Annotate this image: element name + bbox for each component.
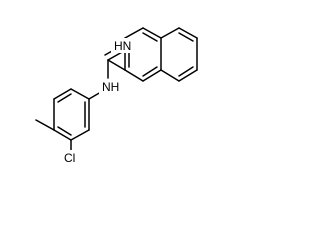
naph-bond-5-inner xyxy=(142,66,158,77)
methyl-bond xyxy=(35,119,55,131)
phenyl-bond-3 xyxy=(53,129,72,141)
naph-bond-3-inner xyxy=(142,32,158,42)
bond-c-naph xyxy=(107,59,126,71)
phenyl-bond-5 xyxy=(53,88,72,100)
naph-bond-8-inner xyxy=(178,32,194,42)
naph-bond-8 xyxy=(178,27,198,39)
naph-bond-7 xyxy=(160,27,180,39)
naph-bond-10 xyxy=(178,69,198,82)
phenyl-bond-3-inner xyxy=(57,126,72,136)
molecule-drawing: HN NH Cl xyxy=(35,27,198,165)
naph-bond-5 xyxy=(142,69,162,82)
phenyl-bond-5-inner xyxy=(57,93,72,103)
naph-bond-6 xyxy=(124,69,144,82)
structure-diagram: HN NH Cl xyxy=(35,27,198,165)
atom-labels: HN NH Cl xyxy=(62,38,131,165)
phenyl-bond-6 xyxy=(70,88,90,100)
amine-nh-label: NH xyxy=(102,80,119,94)
naph-bond-3 xyxy=(142,27,162,39)
chlorine-label: Cl xyxy=(64,151,75,165)
imine-nh-label: HN xyxy=(114,39,131,53)
naph-bond-11 xyxy=(160,69,180,82)
bonds xyxy=(35,27,198,152)
naph-bond-2 xyxy=(124,27,144,39)
naph-bond-10-inner xyxy=(178,66,194,77)
phenyl-bond-2 xyxy=(70,129,90,141)
